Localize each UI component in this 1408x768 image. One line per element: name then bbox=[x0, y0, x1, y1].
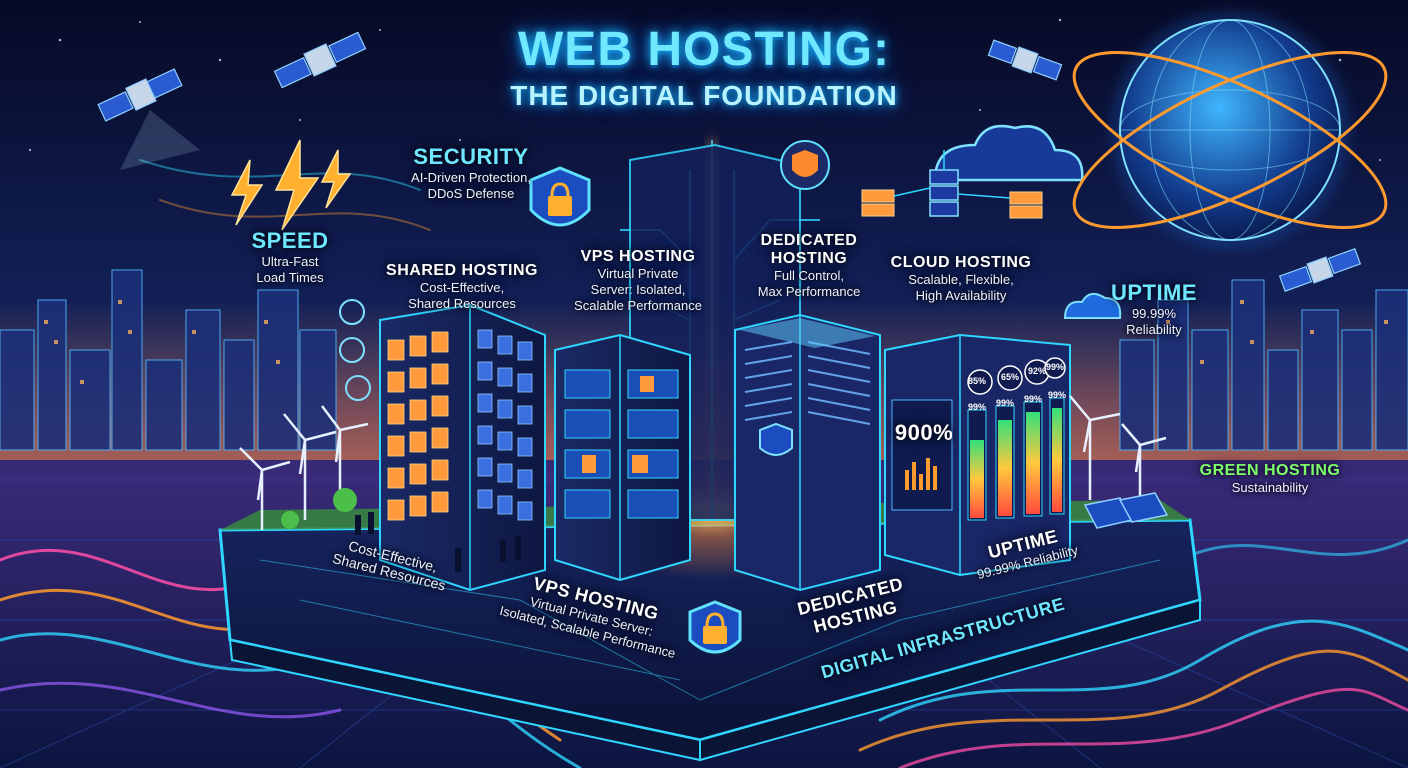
uptime-label: UPTIME 99.99% Reliability bbox=[1094, 280, 1214, 338]
page-title: WEB HOSTING: bbox=[518, 23, 890, 76]
cloud-hosting-label: CLOUD HOSTING Scalable, Flexible, High A… bbox=[878, 254, 1044, 304]
satellite-icon bbox=[97, 31, 1362, 292]
shared-hosting-line1: Cost-Effective, bbox=[419, 280, 505, 295]
dedicated-hosting-heading-line1: DEDICATED bbox=[760, 232, 858, 249]
bar-readout-3: 99% bbox=[1023, 394, 1042, 404]
city-skyline-left bbox=[0, 269, 337, 451]
bar-readout-2: 99% bbox=[995, 398, 1014, 408]
shared-hosting-building bbox=[379, 303, 546, 592]
dedicated-hosting-line1: Full Control, bbox=[773, 268, 845, 283]
bar-readout-4: 99% bbox=[1047, 390, 1066, 400]
cloud-uptime-bars bbox=[967, 397, 1065, 521]
vps-hosting-line2: Server: Isolated, bbox=[590, 282, 686, 297]
dedicated-hosting-tower bbox=[734, 313, 881, 592]
gauge-readout-2: 65% bbox=[1000, 372, 1019, 382]
uptime-line1: 99.99% bbox=[1131, 306, 1177, 321]
page-subtitle: THE DIGITAL FOUNDATION bbox=[510, 80, 898, 111]
shared-hosting-heading: SHARED HOSTING bbox=[386, 262, 538, 279]
cloud-tower-big-readout: 900% bbox=[894, 420, 954, 445]
lightning-icon bbox=[230, 139, 352, 231]
vps-hosting-heading: VPS HOSTING bbox=[580, 248, 696, 265]
speed-heading: SPEED bbox=[251, 228, 329, 253]
shared-hosting-line2: Shared Resources bbox=[408, 296, 516, 311]
uptime-line2: Reliability bbox=[1126, 322, 1182, 337]
vps-hosting-line1: Virtual Private bbox=[597, 266, 679, 281]
gauge-readout-1: 85% bbox=[967, 376, 986, 386]
gauge-readout-4: 99% bbox=[1045, 362, 1064, 372]
security-line2: DDoS Defense bbox=[427, 186, 515, 201]
green-hosting-heading: GREEN HOSTING bbox=[1199, 462, 1341, 479]
cloud-icon bbox=[1063, 292, 1122, 319]
bar-readout-1: 99% bbox=[967, 402, 986, 412]
speed-label: SPEED Ultra-Fast Load Times bbox=[240, 228, 340, 286]
security-line1: AI-Driven Protection, bbox=[411, 170, 531, 185]
gauge-readout-3: 92% bbox=[1027, 366, 1046, 376]
uptime-heading: UPTIME bbox=[1110, 280, 1198, 305]
green-hosting-label: GREEN HOSTING Sustainability bbox=[1180, 462, 1360, 496]
security-label: SECURITY AI-Driven Protection, DDoS Defe… bbox=[386, 144, 556, 202]
cloud-network-icon bbox=[861, 124, 1084, 219]
cloud-hosting-heading: CLOUD HOSTING bbox=[890, 254, 1032, 271]
globe-icon bbox=[1072, 10, 1388, 250]
speed-line2: Load Times bbox=[256, 270, 324, 285]
vps-hosting-line3: Scalable Performance bbox=[574, 298, 702, 313]
city-skyline-right bbox=[1119, 279, 1408, 451]
dedicated-hosting-line2: Max Performance bbox=[757, 284, 861, 299]
speed-line1: Ultra-Fast bbox=[261, 254, 319, 269]
dedicated-hosting-heading-line2: HOSTING bbox=[770, 250, 848, 267]
solar-panel-icon bbox=[1083, 492, 1169, 529]
security-heading: SECURITY bbox=[413, 144, 529, 169]
vps-hosting-label: VPS HOSTING Virtual Private Server: Isol… bbox=[558, 248, 718, 314]
shared-hosting-label: SHARED HOSTING Cost-Effective, Shared Re… bbox=[372, 262, 552, 312]
cloud-hosting-tower bbox=[884, 333, 1071, 577]
cloud-hosting-line2: High Availability bbox=[915, 288, 1007, 303]
shield-lock-icon bbox=[529, 166, 591, 227]
dedicated-hosting-label: DEDICATED HOSTING Full Control, Max Perf… bbox=[744, 232, 874, 300]
shield-icon bbox=[780, 140, 830, 190]
green-hosting-line1: Sustainability bbox=[1231, 480, 1309, 495]
shield-lock-icon bbox=[688, 600, 742, 654]
cloud-hosting-line1: Scalable, Flexible, bbox=[908, 272, 1014, 287]
vps-hosting-building bbox=[554, 333, 691, 582]
